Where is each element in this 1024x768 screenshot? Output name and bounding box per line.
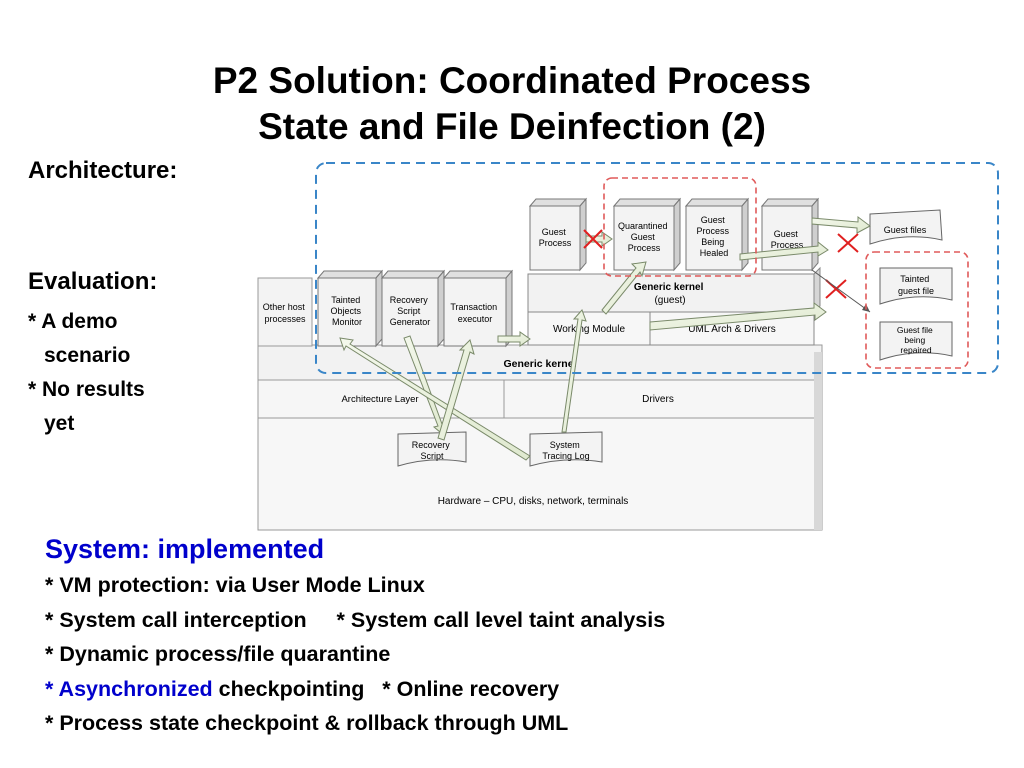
- working-module-box: [527, 311, 651, 346]
- asynchronized-highlight: * Asynchronized: [45, 676, 213, 701]
- slide-title: P2 Solution: Coordinated Process State a…: [0, 58, 1024, 150]
- implementation-item: * Process state checkpoint & rollback th…: [45, 711, 569, 735]
- guest-vm-boundary: [315, 162, 999, 374]
- tainted-file-icon: [879, 267, 953, 305]
- guest-process-2-label: Guest Process: [771, 229, 804, 250]
- guest-kernel-label: Generic kernel (guest): [634, 282, 706, 306]
- other-host-processes-label: Other host processes: [263, 302, 308, 324]
- implementation-item: * VM protection: via User Mode Linux: [45, 573, 425, 597]
- tracing-log-file-label: System Tracing Log: [542, 440, 589, 461]
- implementation-item: * Dynamic process/file quarantine: [45, 642, 391, 666]
- repaired-file-icon: [879, 321, 953, 361]
- drivers-label: Drivers: [642, 394, 674, 405]
- transaction-executor-box: [443, 277, 507, 347]
- system-heading: System: implemented: [45, 534, 325, 564]
- evaluation-list: * A demo scenario * No results yet: [28, 305, 145, 441]
- guest-files-icon: [869, 209, 943, 245]
- implementation-item: * System call interception * System call…: [45, 607, 666, 632]
- tainted-file-label: Tainted guest file: [898, 274, 934, 296]
- implementation-item-rest: checkpointing * Online recovery: [212, 676, 560, 701]
- hardware-label: Hardware – CPU, disks, network, terminal…: [438, 496, 629, 507]
- evaluation-bullet: yet: [44, 412, 75, 435]
- working-module-label: Working Module: [553, 324, 626, 335]
- guest-files-label: Guest files: [884, 225, 927, 235]
- quarantined-process-box: [613, 205, 675, 271]
- implementation-list: System: implemented * VM protection: via…: [45, 530, 665, 741]
- tainted-objects-monitor-label: Tainted Objects Monitor: [330, 295, 363, 327]
- data-flow-arrows: [339, 216, 871, 461]
- architecture-heading: Architecture:: [28, 157, 178, 184]
- quarantine-group-processes: [603, 177, 757, 277]
- tainted-objects-monitor-box: [317, 277, 377, 347]
- tracing-log-file-icon: [529, 431, 603, 467]
- transaction-executor-label: Transaction executor: [450, 302, 499, 324]
- healed-process-label: Guest Process Being Healed: [696, 215, 731, 258]
- repaired-file-label: Guest file being repaired: [897, 325, 935, 355]
- guest-process-1-box: [529, 205, 581, 271]
- guest-process-1-label: Guest Process: [539, 227, 572, 248]
- architecture-drivers-layer: [257, 379, 823, 419]
- evaluation-bullet: scenario: [44, 344, 131, 367]
- healed-process-box: [685, 205, 743, 271]
- implementation-item: * Asynchronized checkpointing * Online r…: [45, 672, 665, 707]
- evaluation-bullet: * No results: [28, 378, 145, 401]
- evaluation-bullet: * A demo: [28, 310, 118, 333]
- recovery-script-file-label: Recovery Script: [412, 440, 453, 461]
- title-line-2: State and File Deinfection (2): [258, 106, 766, 147]
- guest-kernel-box: [527, 273, 815, 313]
- evaluation-heading: Evaluation:: [28, 268, 158, 295]
- generic-kernel-label: Generic kernel: [504, 358, 577, 370]
- recovery-script-generator-box: [381, 277, 439, 347]
- recovery-script-generator-label: Recovery Script Generator: [390, 295, 431, 327]
- uml-arch-label: UML Arch & Drivers: [688, 324, 775, 335]
- generic-kernel-layer: [257, 344, 823, 381]
- title-line-1: P2 Solution: Coordinated Process: [212, 60, 812, 101]
- quarantine-group-files: [865, 251, 969, 369]
- architecture-layer-label: Architecture Layer: [341, 394, 418, 405]
- other-host-processes-box: [257, 277, 313, 347]
- quarantined-process-label: Quarantined Guest Process: [618, 221, 670, 253]
- recovery-script-file-icon: [397, 431, 467, 467]
